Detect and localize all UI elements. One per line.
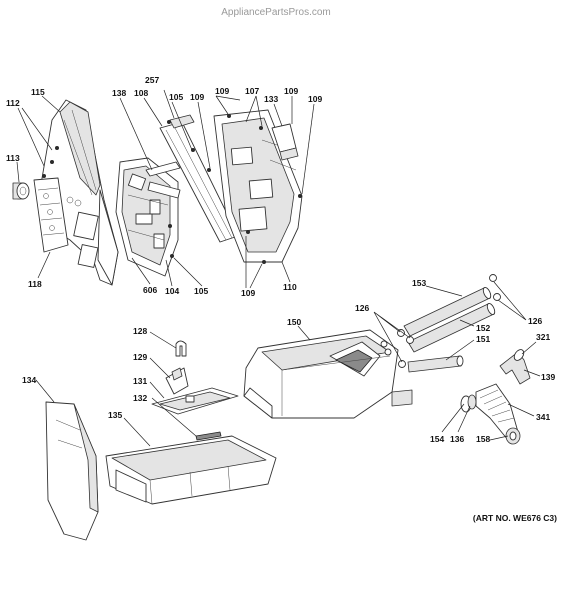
bracket-138	[145, 161, 181, 199]
callout-109-a: 109	[190, 92, 204, 102]
callout-133: 133	[264, 94, 278, 104]
callout-154: 154	[430, 434, 444, 444]
callout-109-b: 109	[215, 86, 229, 96]
clamp-136	[460, 394, 477, 413]
elbow-139	[499, 349, 531, 385]
main-board-housing	[115, 157, 179, 277]
callout-113: 113	[6, 153, 20, 163]
callout-153: 153	[412, 278, 426, 288]
callout-105-bottom: 105	[194, 286, 208, 296]
lever-129	[165, 367, 189, 395]
watermark-text: AppliancePartsPros.com	[221, 7, 331, 18]
callout-131: 131	[133, 376, 147, 386]
callout-151: 151	[476, 334, 490, 344]
callout-139: 139	[541, 372, 555, 382]
drain-hose-341	[475, 383, 521, 445]
callout-138: 138	[112, 88, 126, 98]
callout-321: 321	[536, 332, 550, 342]
hose-153	[403, 286, 492, 337]
callout-132: 132	[133, 393, 147, 403]
callout-108: 108	[134, 88, 148, 98]
dispenser-drawer-135	[105, 435, 277, 505]
callout-118: 118	[28, 279, 42, 289]
callout-109-c: 109	[284, 86, 298, 96]
callout-labels: 115 112 113 118 606 138 257 108 105 109 …	[6, 75, 555, 444]
callout-126-right: 126	[528, 316, 542, 326]
knob-113	[12, 182, 30, 200]
callout-341: 341	[536, 412, 550, 422]
callout-150: 150	[287, 317, 301, 327]
clip-128	[175, 340, 187, 357]
callout-107: 107	[245, 86, 259, 96]
hose-151	[407, 355, 464, 373]
bracket-257	[169, 114, 195, 129]
leader-lines	[16, 89, 541, 447]
faceplate-112	[33, 177, 69, 253]
art-number: (ART NO. WE676 C3)	[473, 513, 557, 523]
callout-134: 134	[22, 375, 36, 385]
screws	[42, 114, 302, 264]
part-133	[271, 123, 299, 161]
callout-128: 128	[133, 326, 147, 336]
callout-109-e: 109	[241, 288, 255, 298]
callout-104: 104	[165, 286, 179, 296]
hose-152	[407, 302, 496, 353]
callout-152: 152	[476, 323, 490, 333]
callout-105-top: 105	[169, 92, 183, 102]
callout-129: 129	[133, 352, 147, 362]
callout-135: 135	[108, 410, 122, 420]
drawer-front-134	[45, 401, 99, 541]
control-panel-buttons	[66, 196, 99, 268]
callout-115: 115	[31, 87, 45, 97]
dispenser-housing-150	[243, 329, 413, 419]
callout-158: 158	[476, 434, 490, 444]
callout-109-d: 109	[308, 94, 322, 104]
siphon-132	[195, 431, 222, 441]
callout-110: 110	[283, 282, 297, 292]
callout-606: 606	[143, 285, 157, 295]
control-panel-115	[39, 99, 119, 286]
callout-136: 136	[450, 434, 464, 444]
tray-131	[151, 387, 239, 415]
callout-257: 257	[145, 75, 159, 85]
callout-126-left: 126	[355, 303, 369, 313]
callout-112: 112	[6, 98, 20, 108]
